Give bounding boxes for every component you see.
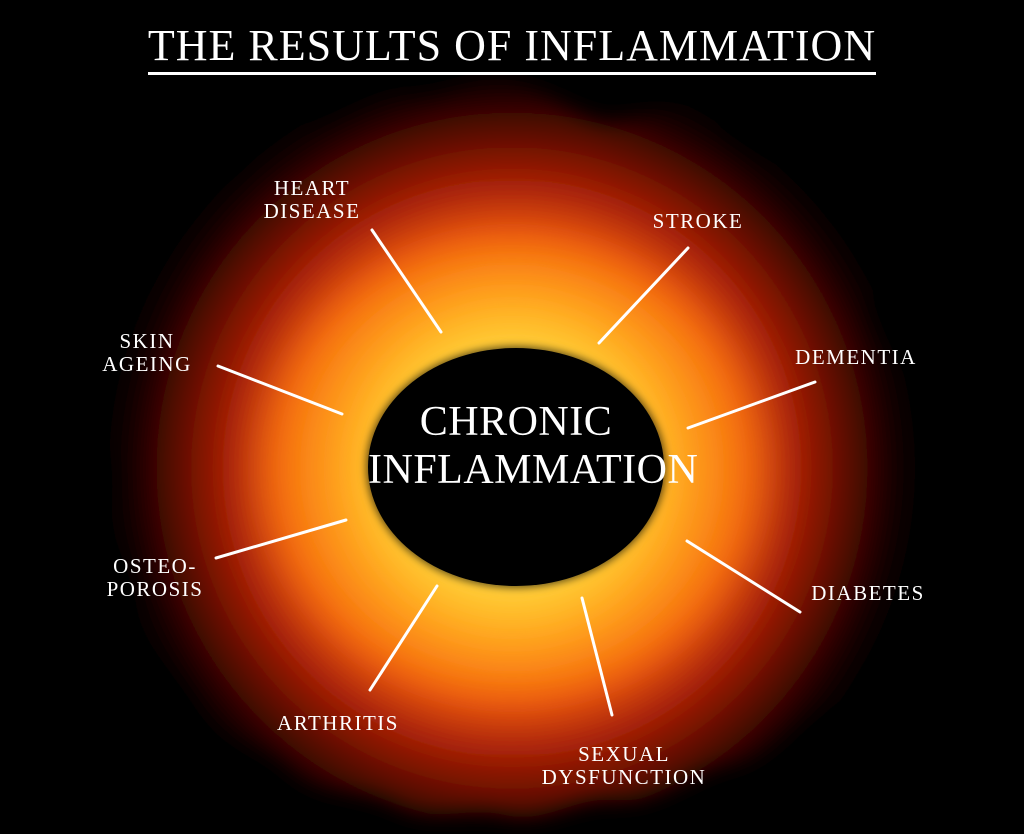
outcome-skin-ageing: SKIN AGEING [96, 330, 198, 376]
spoke-skin-ageing [216, 364, 344, 416]
center-label: CHRONIC INFLAMMATION [368, 398, 699, 494]
outcome-osteoporosis-line-2: POROSIS [106, 577, 204, 601]
outcome-heart-disease: HEART DISEASE [258, 177, 366, 223]
center-label-line-2: INFLAMMATION [368, 447, 699, 493]
spoke-dementia [686, 380, 817, 430]
outcome-stroke-line-1: STROKE [652, 209, 744, 233]
page-title: THE RESULTS OF INFLAMMATION [0, 18, 1024, 75]
center-label-line-1: CHRONIC [419, 399, 613, 445]
spoke-heart-disease [370, 228, 443, 334]
title-text: THE RESULTS OF INFLAMMATION [147, 21, 877, 75]
outcome-stroke: STROKE [648, 210, 748, 233]
outcome-heart-disease-line-2: DISEASE [263, 199, 361, 223]
spoke-diabetes [685, 539, 802, 614]
spoke-sexual-dysfunction [580, 596, 614, 717]
outcome-arthritis: ARTHRITIS [268, 712, 408, 735]
outcome-sexual-dysfunction: SEXUAL DYSFUNCTION [530, 743, 718, 789]
outcome-skin-ageing-line-1: SKIN [119, 329, 175, 353]
outcome-osteoporosis-line-1: OSTEO- [113, 554, 197, 578]
outcome-sexual-dysfunction-line-1: SEXUAL [578, 742, 670, 766]
outcome-heart-disease-line-1: HEART [273, 176, 351, 200]
spoke-stroke [597, 246, 690, 345]
outcome-diabetes: DIABETES [808, 582, 928, 605]
spoke-osteoporosis [214, 518, 348, 560]
outcome-osteoporosis: OSTEO- POROSIS [100, 555, 210, 601]
center-node [368, 348, 664, 586]
outcome-dementia-line-1: DEMENTIA [795, 345, 917, 369]
outcome-arthritis-line-1: ARTHRITIS [277, 711, 399, 735]
spoke-arthritis [368, 584, 439, 692]
outcome-skin-ageing-line-2: AGEING [102, 352, 192, 376]
outcome-sexual-dysfunction-line-2: DYSFUNCTION [541, 765, 707, 789]
outcome-diabetes-line-1: DIABETES [811, 581, 925, 605]
outcome-dementia: DEMENTIA [790, 346, 922, 369]
